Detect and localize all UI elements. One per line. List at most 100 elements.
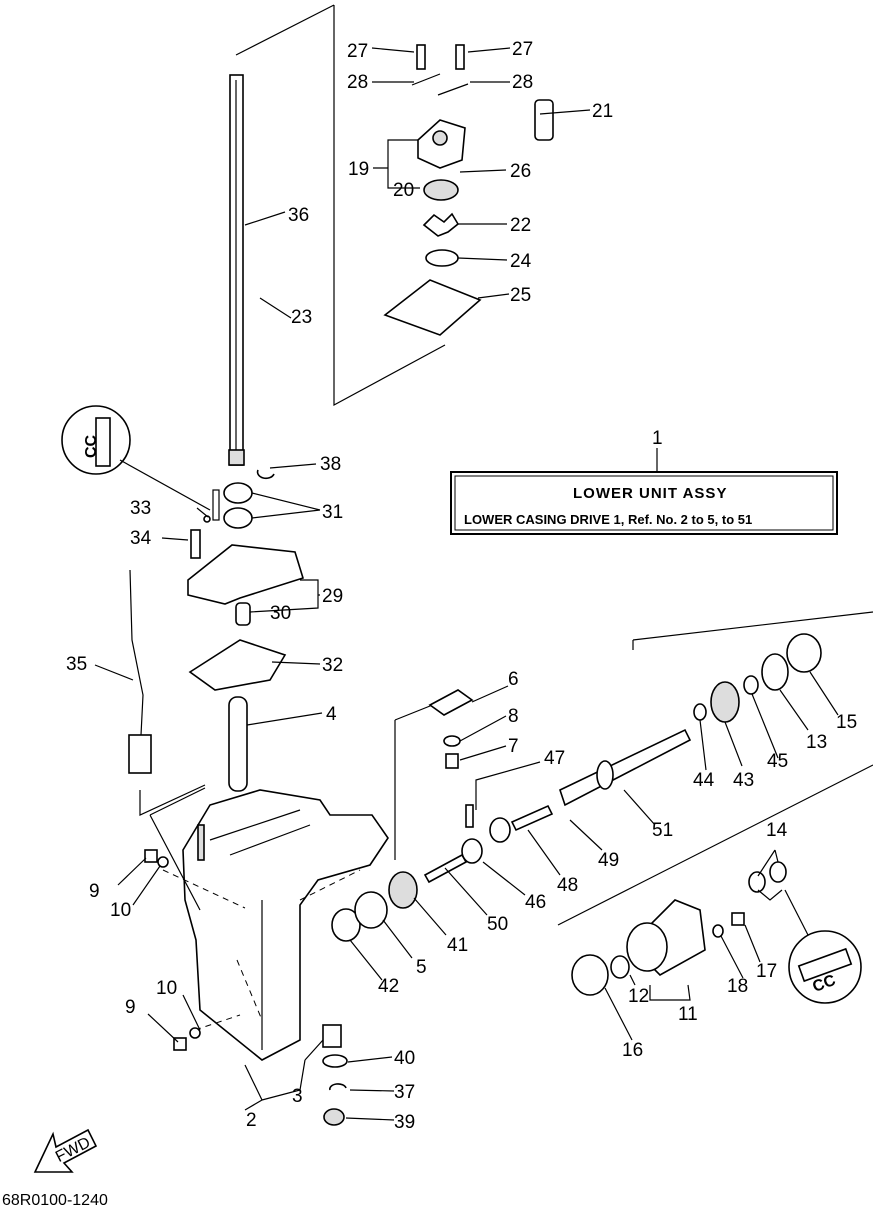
callout-32: 32: [322, 655, 343, 676]
callout-14: 14: [766, 820, 788, 841]
callout-36: 36: [288, 205, 309, 226]
washer-18: [712, 924, 724, 938]
fwd-arrow: FWD: [33, 1128, 98, 1173]
callout-20: 20: [393, 180, 414, 201]
callout-42: 42: [378, 976, 399, 997]
washer-44: [693, 703, 707, 721]
outer-plate-cartridge: [383, 279, 482, 336]
pinion-41: [388, 871, 418, 909]
propeller-shaft-collar: [596, 760, 614, 790]
propeller-shaft: [559, 728, 692, 807]
bearing-5: [354, 891, 388, 929]
leader-lines: [94, 47, 839, 1121]
box-subtitle: LOWER CASING DRIVE 1, Ref. No. 2 to 5, t…: [464, 512, 752, 527]
callout-30: 30: [270, 603, 291, 624]
pump-bolts: [416, 44, 465, 70]
callout-13: 13: [806, 732, 827, 753]
guide-line-left: [162, 869, 263, 1031]
callout-37: 37: [394, 1082, 415, 1103]
dog-clutch-46: [461, 838, 483, 864]
callout-1: 1: [652, 428, 663, 449]
right-group-outline-top: [632, 611, 873, 650]
right-group-outline: [557, 764, 873, 926]
callout-9b: 9: [125, 997, 136, 1018]
callout-41: 41: [447, 935, 468, 956]
inset-detail-top: [61, 405, 211, 511]
shift-rod: [129, 569, 144, 756]
bearing-lower: [223, 507, 253, 529]
circlip: [256, 469, 275, 480]
spring-49: [510, 804, 554, 832]
callout-26: 26: [510, 161, 531, 182]
shim-45: [743, 675, 759, 695]
callout-10b: 10: [156, 978, 177, 999]
callout-16: 16: [622, 1040, 643, 1061]
callout-35: 35: [66, 654, 87, 675]
o-ring-16: [571, 954, 609, 996]
callout-18: 18: [727, 976, 748, 997]
water-tube: [228, 696, 248, 792]
screw-39: [323, 1108, 345, 1126]
seal-40: [322, 1054, 348, 1068]
washer-10-lower: [189, 1027, 201, 1039]
sleeve: [235, 602, 251, 626]
bearing-13: [761, 653, 789, 691]
o-ring-15: [786, 633, 822, 673]
plunger-47: [465, 804, 474, 828]
callout-5: 5: [416, 957, 427, 978]
bolt-17: [731, 912, 745, 926]
callout-21: 21: [592, 101, 613, 122]
callout-3: 3: [292, 1086, 303, 1107]
callout-12: 12: [628, 986, 649, 1007]
callout-33: 33: [130, 498, 151, 519]
gasket-8: [443, 735, 461, 747]
callout-8: 8: [508, 706, 519, 727]
oil-seal-14a: [748, 871, 766, 893]
callout-38: 38: [320, 454, 341, 475]
callout-39: 39: [394, 1112, 415, 1133]
callout-6: 6: [508, 669, 519, 690]
callout-44: 44: [693, 770, 715, 791]
callout-34: 34: [130, 528, 152, 549]
shift-rod-end: [128, 734, 152, 774]
bolt-7: [445, 753, 459, 769]
callout-23: 23: [291, 307, 312, 328]
callout-47: 47: [544, 748, 565, 769]
callout-51: 51: [652, 820, 673, 841]
spring-48: [489, 817, 511, 843]
shift-rod-bracket: [139, 784, 206, 816]
housing-bolt: [190, 529, 201, 559]
drive-shaft: [228, 74, 245, 466]
callout-28b: 28: [512, 72, 533, 93]
oil-seal-14b: [769, 861, 787, 883]
driveshaft-group-outline: [235, 4, 446, 407]
bearing-housing-ring: [626, 922, 668, 972]
callout-19: 19: [348, 159, 369, 180]
callout-40: 40: [394, 1048, 415, 1069]
callout-11: 11: [678, 1004, 698, 1025]
plug-6: [428, 689, 474, 716]
casing-gasket: [188, 639, 287, 691]
callout-45: 45: [767, 751, 788, 772]
water-tube-seal: [534, 99, 554, 141]
callout-17: 17: [756, 961, 777, 982]
bearing-upper: [223, 482, 253, 504]
callout-27b: 27: [512, 39, 533, 60]
pump-dowels: [411, 73, 469, 96]
impeller: [422, 212, 460, 237]
insert-cartridge: [423, 179, 459, 201]
callout-29: 29: [322, 586, 343, 607]
callout-46: 46: [525, 892, 546, 913]
shim-42: [331, 908, 361, 942]
callout-28a: 28: [347, 72, 368, 93]
pump-gasket: [425, 249, 459, 267]
casing-bracket-right: [394, 699, 446, 860]
callout-27a: 27: [347, 41, 368, 62]
callout-43: 43: [733, 770, 754, 791]
box-title: LOWER UNIT ASSY: [573, 485, 727, 502]
inset-detail-bottom: [784, 889, 862, 1004]
title-box: [450, 448, 838, 535]
washer-10-upper: [157, 856, 169, 868]
bearing-bracket: [212, 489, 220, 521]
